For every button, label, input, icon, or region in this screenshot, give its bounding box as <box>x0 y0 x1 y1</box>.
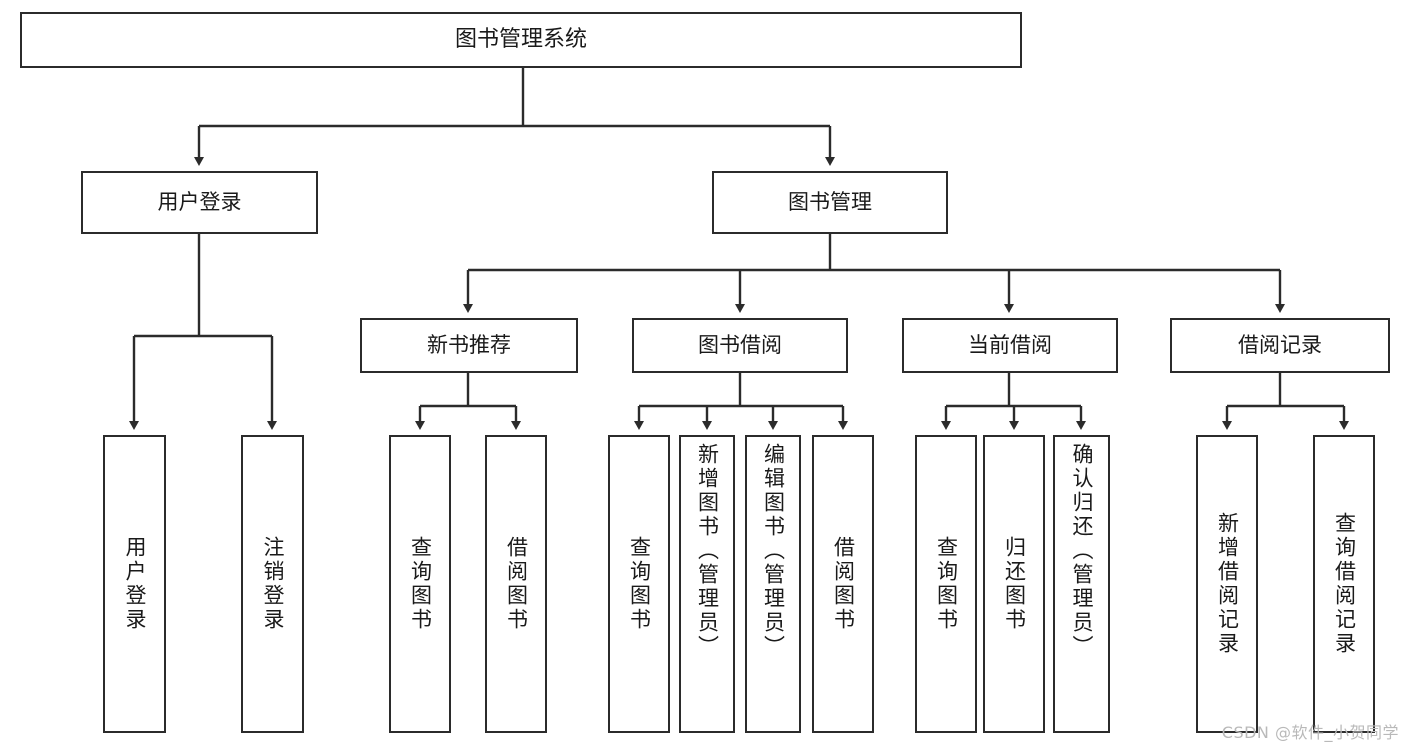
node-leaf-logout-label: 注销登录 <box>261 536 285 632</box>
node-leaf-add-book[interactable]: 新增图书（管理员） <box>679 435 735 733</box>
node-borrow-record[interactable]: 借阅记录 <box>1170 318 1390 373</box>
node-book-borrow[interactable]: 图书借阅 <box>632 318 848 373</box>
node-root-system[interactable]: 图书管理系统 <box>20 12 1022 68</box>
node-leaf-user-login-label: 用户登录 <box>123 536 147 632</box>
node-leaf-borrow-book-1[interactable]: 借阅图书 <box>485 435 547 733</box>
node-leaf-query-book-3-label: 查询图书 <box>934 536 959 632</box>
node-leaf-query-book-2-label: 查询图书 <box>627 536 652 632</box>
node-leaf-query-record[interactable]: 查询借阅记录 <box>1313 435 1375 733</box>
node-new-book-recommend-label: 新书推荐 <box>427 333 511 358</box>
node-current-borrow[interactable]: 当前借阅 <box>902 318 1118 373</box>
node-leaf-query-book-1-label: 查询图书 <box>408 536 433 632</box>
node-book-manage-label: 图书管理 <box>788 190 872 215</box>
node-leaf-return-book[interactable]: 归还图书 <box>983 435 1045 733</box>
node-book-manage[interactable]: 图书管理 <box>712 171 948 234</box>
node-leaf-borrow-book-2-label: 借阅图书 <box>831 536 856 632</box>
node-current-borrow-label: 当前借阅 <box>968 333 1052 358</box>
node-leaf-query-book-3[interactable]: 查询图书 <box>915 435 977 733</box>
node-new-book-recommend[interactable]: 新书推荐 <box>360 318 578 373</box>
node-leaf-query-book-1[interactable]: 查询图书 <box>389 435 451 733</box>
node-leaf-borrow-book-1-label: 借阅图书 <box>504 536 529 632</box>
node-borrow-record-label: 借阅记录 <box>1238 333 1322 358</box>
node-leaf-confirm-return[interactable]: 确认归还（管理员） <box>1053 435 1110 733</box>
node-leaf-user-login[interactable]: 用户登录 <box>103 435 166 733</box>
node-user-login[interactable]: 用户登录 <box>81 171 318 234</box>
node-book-borrow-label: 图书借阅 <box>698 333 782 358</box>
node-leaf-add-book-label: 新增图书（管理员） <box>695 443 720 659</box>
node-leaf-confirm-return-label: 确认归还（管理员） <box>1070 443 1094 659</box>
node-root-system-label: 图书管理系统 <box>454 27 587 53</box>
node-leaf-return-book-label: 归还图书 <box>1002 536 1027 632</box>
node-leaf-logout[interactable]: 注销登录 <box>241 435 304 733</box>
node-user-login-label: 用户登录 <box>157 190 242 215</box>
node-leaf-edit-book-label: 编辑图书（管理员） <box>761 443 786 659</box>
node-leaf-query-book-2[interactable]: 查询图书 <box>608 435 670 733</box>
node-leaf-query-record-label: 查询借阅记录 <box>1332 512 1357 656</box>
node-leaf-add-record[interactable]: 新增借阅记录 <box>1196 435 1258 733</box>
node-leaf-add-record-label: 新增借阅记录 <box>1215 512 1240 656</box>
node-leaf-borrow-book-2[interactable]: 借阅图书 <box>812 435 874 733</box>
node-leaf-edit-book[interactable]: 编辑图书（管理员） <box>745 435 801 733</box>
